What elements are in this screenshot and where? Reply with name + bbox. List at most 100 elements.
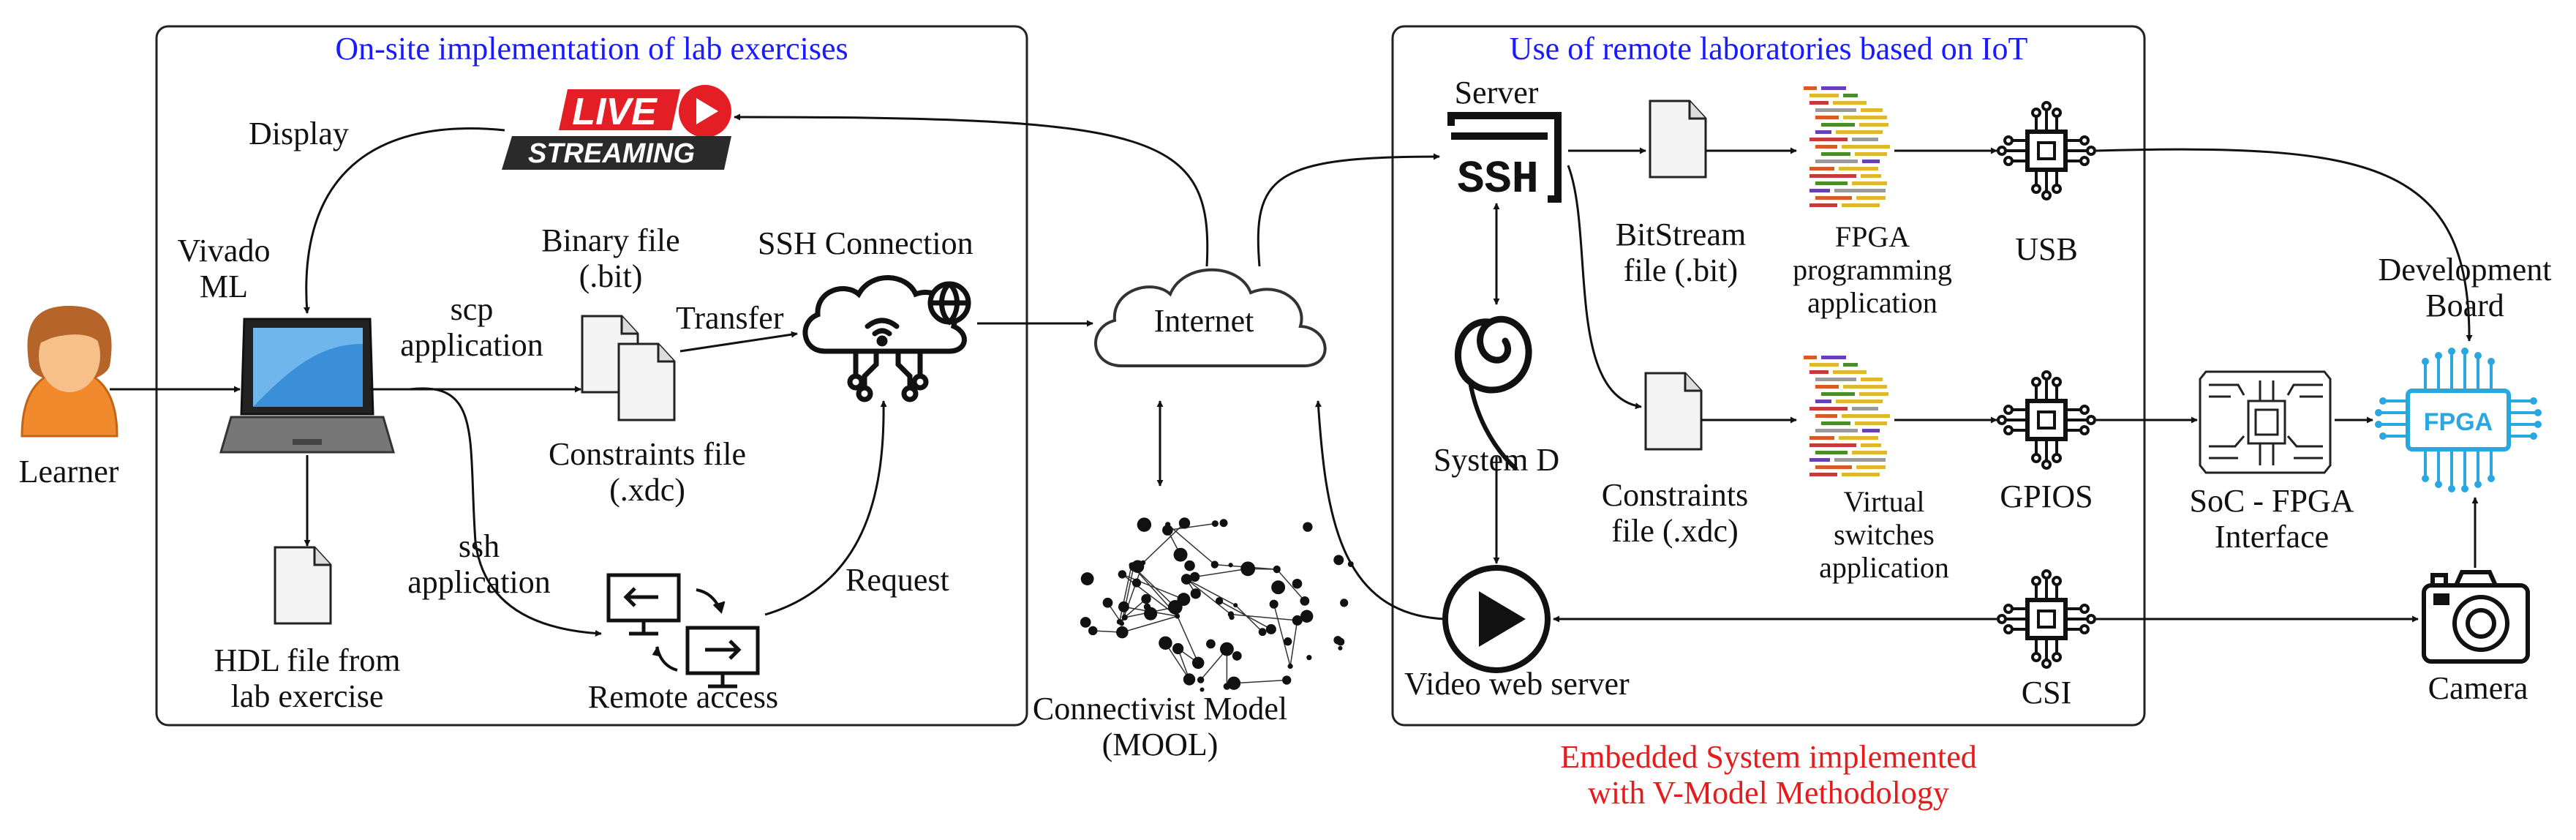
- network-link: [1122, 574, 1184, 600]
- soc-line2: Interface: [2214, 519, 2330, 555]
- network-node: [1162, 525, 1173, 536]
- network-node: [1172, 642, 1184, 655]
- network-link: [1164, 642, 1190, 680]
- network-node: [1273, 565, 1281, 574]
- camera-icon: [2422, 570, 2530, 664]
- internet-cloud-icon: [1094, 268, 1327, 367]
- binary-line2: (.bit): [579, 258, 643, 295]
- debian-swirl-icon: [1454, 315, 1532, 470]
- network-node: [1144, 607, 1158, 620]
- server-label: Server: [1454, 75, 1539, 110]
- network-node: [1189, 571, 1200, 582]
- soc-line1: SoC - FPGA: [2189, 483, 2354, 519]
- connectivist-label: Connectivist Model(MOOL): [1033, 691, 1287, 763]
- right-panel-title: Use of remote laboratories based on IoT: [1509, 31, 2028, 67]
- network-link: [1167, 522, 1216, 531]
- network-node: [1197, 676, 1205, 683]
- network-node: [1178, 517, 1191, 529]
- network-link: [1142, 522, 1186, 563]
- network-node: [1177, 593, 1191, 607]
- constraints-line1: Constraints file: [548, 436, 747, 472]
- dev-board-line1: Development: [2378, 252, 2552, 288]
- network-node: [1118, 570, 1127, 579]
- binary-file-label: Binary file(.bit): [541, 222, 679, 295]
- network-node: [1240, 561, 1256, 577]
- network-node: [1303, 522, 1313, 532]
- network-link: [1118, 565, 1132, 622]
- network-node: [1258, 628, 1267, 637]
- video-play-icon: [1442, 565, 1551, 673]
- network-node: [1233, 603, 1238, 608]
- network-node: [1271, 580, 1286, 595]
- network-link: [1177, 615, 1199, 664]
- network-node: [1292, 578, 1303, 589]
- network-node: [1191, 656, 1205, 670]
- network-node: [1227, 676, 1241, 690]
- network-node: [1116, 626, 1129, 639]
- usb-label: USB: [2015, 231, 2078, 267]
- ssh-connection-cloud-icon: [802, 275, 971, 402]
- virtual-line3: application: [1819, 550, 1949, 584]
- network-link: [1121, 566, 1134, 624]
- network-node: [1269, 599, 1278, 609]
- network-node: [1088, 626, 1098, 636]
- network-link: [1194, 568, 1249, 578]
- network-node: [1137, 517, 1152, 532]
- network-node: [1080, 572, 1094, 585]
- network-node: [1232, 650, 1242, 661]
- fpga-development-board-icon: FPGA: [2375, 348, 2542, 492]
- streaming-label: STREAMING: [528, 138, 695, 169]
- network-node: [1118, 601, 1129, 612]
- vivado-line1: Vivado: [177, 233, 271, 269]
- display-label: Display: [249, 116, 349, 151]
- network-node: [1220, 642, 1234, 656]
- network-node: [1284, 637, 1292, 646]
- internet-label: Internet: [1153, 303, 1254, 339]
- connectivist-line1: Connectivist Model: [1032, 691, 1288, 727]
- ssh-line2: application: [407, 564, 551, 601]
- network-node: [1300, 596, 1310, 606]
- network-node: [1338, 645, 1343, 650]
- network-link: [1289, 620, 1298, 667]
- network-node: [1300, 610, 1314, 623]
- live-streaming-logo: LIVE STREAMING: [502, 85, 731, 170]
- hdl-line2: lab exercise: [230, 678, 384, 715]
- network-node: [1119, 620, 1125, 626]
- scp-line1: scp: [450, 291, 494, 327]
- network-node: [1227, 611, 1235, 618]
- ssh-line1: ssh: [458, 528, 500, 564]
- system-d-label: System D: [1433, 442, 1560, 478]
- connectivist-line2: (MOOL): [1101, 727, 1219, 763]
- network-node: [1211, 520, 1219, 528]
- network-node: [1175, 613, 1180, 619]
- network-node: [1265, 623, 1276, 634]
- network-node: [1184, 560, 1195, 571]
- ssh-connection-label: SSH Connection: [758, 225, 973, 261]
- network-link: [1186, 578, 1236, 606]
- network-node: [1159, 636, 1172, 650]
- network-node: [1306, 655, 1312, 661]
- network-node: [1228, 563, 1233, 568]
- network-node: [1210, 560, 1219, 569]
- constraints-right-line1: Constraints: [1601, 477, 1749, 513]
- right-panel-frame: [1391, 25, 2146, 727]
- remote-access-icon: [606, 573, 760, 689]
- hdl-file-doc-icon: [274, 546, 332, 625]
- fpga-prog-line2: programming: [1793, 252, 1952, 286]
- bitstream-doc-icon: [1649, 100, 1707, 179]
- network-node: [1129, 562, 1134, 568]
- network-node: [1140, 560, 1146, 566]
- network-node: [1287, 663, 1293, 670]
- network-node: [1333, 555, 1344, 566]
- video-web-server-label: Video web server: [1404, 666, 1630, 702]
- network-node: [1180, 574, 1192, 585]
